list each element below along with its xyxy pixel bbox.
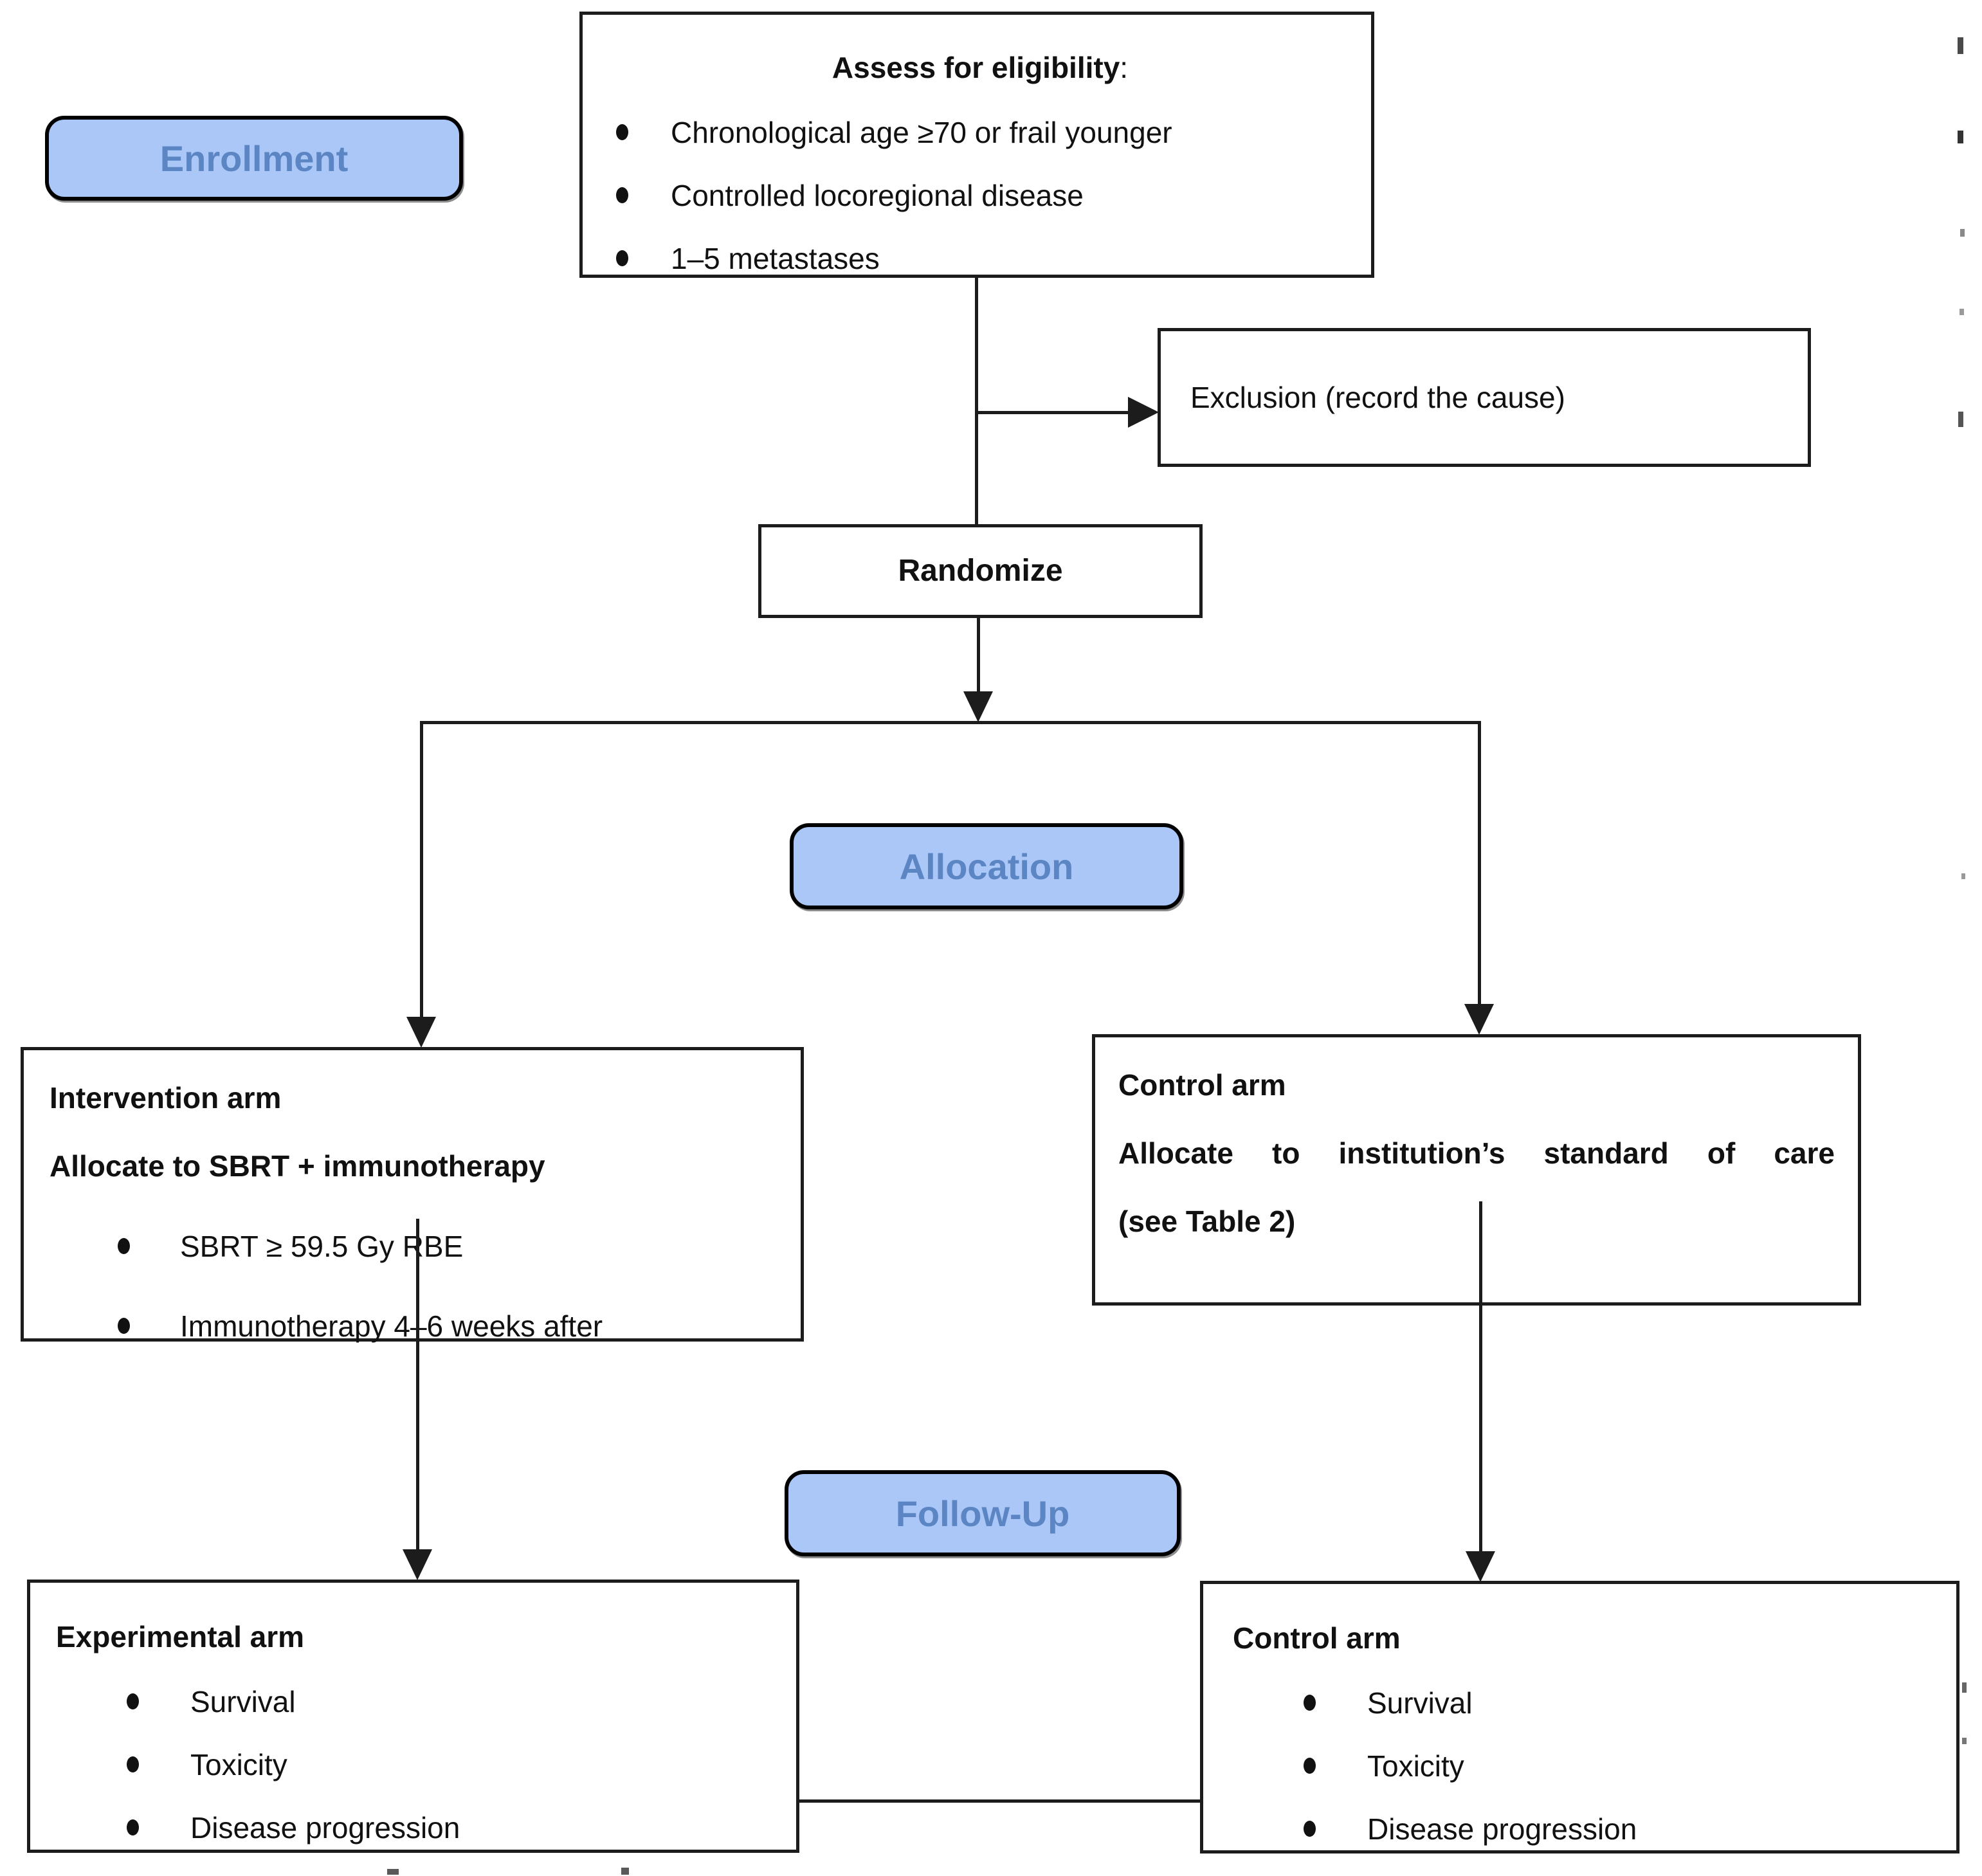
assess-eligibility-box: Assess for eligibility: Chronological ag… bbox=[579, 12, 1374, 278]
experimental-bullet-row: Survival bbox=[56, 1683, 777, 1720]
stage-label-enrollment-text: Enrollment bbox=[159, 138, 349, 179]
scan-artifact bbox=[1961, 873, 1965, 879]
arrowhead-down-icon bbox=[1466, 1551, 1495, 1582]
bullet-icon bbox=[127, 1819, 139, 1835]
control-arm-followup-box: Control arm Survival Toxicity Disease pr… bbox=[1200, 1581, 1959, 1853]
bullet-icon bbox=[616, 124, 628, 140]
stage-label-allocation: Allocation bbox=[790, 823, 1183, 909]
connector-split-horizontal bbox=[420, 721, 1481, 724]
experimental-bullet-1: Survival bbox=[190, 1685, 296, 1718]
bullet-icon bbox=[1304, 1821, 1316, 1837]
arrowhead-down-icon bbox=[1464, 1004, 1494, 1035]
assess-eligibility-title-text: Assess for eligibility bbox=[832, 51, 1120, 84]
connector-intervention-to-experimental bbox=[416, 1219, 419, 1551]
connector-control-to-followup bbox=[1479, 1201, 1482, 1553]
exclusion-text: Exclusion (record the cause) bbox=[1190, 381, 1565, 414]
connector-randomize-to-split bbox=[977, 617, 980, 692]
randomize-text: Randomize bbox=[898, 554, 1063, 588]
scan-artifact bbox=[1958, 37, 1963, 54]
arrowhead-down-icon bbox=[963, 691, 993, 722]
control-bullet-row: Survival bbox=[1233, 1684, 1937, 1722]
bullet-icon bbox=[1304, 1758, 1316, 1774]
intervention-arm-subtitle: Allocate to SBRT + immunotherapy bbox=[50, 1149, 545, 1183]
bullet-icon bbox=[616, 187, 628, 203]
connector-split-to-intervention bbox=[420, 721, 423, 1018]
intervention-bullet-row: Immunotherapy 4–6 weeks after bbox=[50, 1307, 781, 1345]
eligibility-bullet-3: 1–5 metastases bbox=[671, 242, 880, 275]
scan-artifact bbox=[1962, 1682, 1967, 1693]
control-followup-title: Control arm bbox=[1233, 1621, 1401, 1655]
intervention-bullet-1: SBRT ≥ 59.5 Gy RBE bbox=[180, 1230, 464, 1263]
arrowhead-down-icon bbox=[406, 1017, 436, 1048]
intervention-bullet-row: SBRT ≥ 59.5 Gy RBE bbox=[50, 1228, 781, 1265]
eligibility-bullet-row: Controlled locoregional disease bbox=[615, 177, 1345, 214]
control-arm-line2: (see Table 2) bbox=[1118, 1205, 1296, 1238]
exclusion-box: Exclusion (record the cause) bbox=[1158, 328, 1811, 467]
arrowhead-down-icon bbox=[403, 1549, 432, 1580]
experimental-bullet-2: Toxicity bbox=[190, 1748, 287, 1781]
control-bullet-row: Toxicity bbox=[1233, 1747, 1937, 1785]
scan-artifact bbox=[1962, 1738, 1967, 1744]
connector-between-followup-boxes bbox=[799, 1799, 1200, 1803]
bullet-icon bbox=[127, 1756, 139, 1772]
experimental-bullet-row: Toxicity bbox=[56, 1746, 777, 1783]
stage-label-follow-up-text: Follow-Up bbox=[895, 1493, 1070, 1534]
connector-to-exclusion bbox=[976, 411, 1129, 414]
eligibility-bullet-row: Chronological age ≥70 or frail younger bbox=[615, 114, 1345, 151]
intervention-arm-box: Intervention arm Allocate to SBRT + immu… bbox=[21, 1047, 804, 1345]
eligibility-bullet-1: Chronological age ≥70 or frail younger bbox=[671, 116, 1172, 149]
connector-eligibility-to-randomize bbox=[975, 278, 978, 524]
assess-eligibility-title: Assess for eligibility: bbox=[615, 47, 1345, 88]
scan-artifact bbox=[1958, 131, 1963, 143]
intervention-arm-title: Intervention arm bbox=[50, 1081, 282, 1115]
scan-artifact bbox=[387, 1869, 399, 1875]
scan-artifact bbox=[1958, 412, 1963, 427]
experimental-arm-title: Experimental arm bbox=[56, 1620, 305, 1653]
stage-label-enrollment: Enrollment bbox=[45, 116, 463, 201]
bullet-icon bbox=[616, 250, 628, 266]
control-arm-allocation-box: Control arm Allocate to institution’s st… bbox=[1092, 1034, 1861, 1306]
experimental-bullet-row: Disease progression bbox=[56, 1809, 777, 1846]
control-bullet-2: Toxicity bbox=[1367, 1749, 1464, 1783]
arrowhead-right-icon bbox=[1128, 397, 1159, 428]
control-bullet-row: Disease progression bbox=[1233, 1810, 1937, 1848]
connector-split-to-control bbox=[1478, 721, 1481, 1005]
assess-eligibility-title-colon: : bbox=[1120, 51, 1129, 84]
control-bullet-3: Disease progression bbox=[1367, 1812, 1637, 1846]
experimental-bullet-3: Disease progression bbox=[190, 1811, 460, 1844]
experimental-arm-followup-box: Experimental arm Survival Toxicity Disea… bbox=[27, 1580, 799, 1853]
scan-artifact bbox=[1960, 229, 1965, 237]
bullet-icon bbox=[127, 1693, 139, 1709]
intervention-bullet-2: Immunotherapy 4–6 weeks after bbox=[180, 1309, 603, 1343]
stage-label-follow-up: Follow-Up bbox=[785, 1470, 1181, 1556]
control-arm-title: Control arm bbox=[1118, 1068, 1286, 1102]
bullet-icon bbox=[1304, 1695, 1316, 1711]
eligibility-bullet-2: Controlled locoregional disease bbox=[671, 179, 1084, 212]
scan-artifact bbox=[1959, 309, 1964, 315]
scan-artifact bbox=[621, 1868, 629, 1875]
bullet-icon bbox=[118, 1238, 130, 1254]
randomize-box: Randomize bbox=[758, 524, 1203, 618]
eligibility-bullet-row: 1–5 metastases bbox=[615, 240, 1345, 277]
control-arm-line1: Allocate to institution’s standard of ca… bbox=[1118, 1136, 1835, 1170]
bullet-icon bbox=[118, 1318, 130, 1334]
stage-label-allocation-text: Allocation bbox=[899, 846, 1074, 887]
control-bullet-1: Survival bbox=[1367, 1686, 1473, 1720]
